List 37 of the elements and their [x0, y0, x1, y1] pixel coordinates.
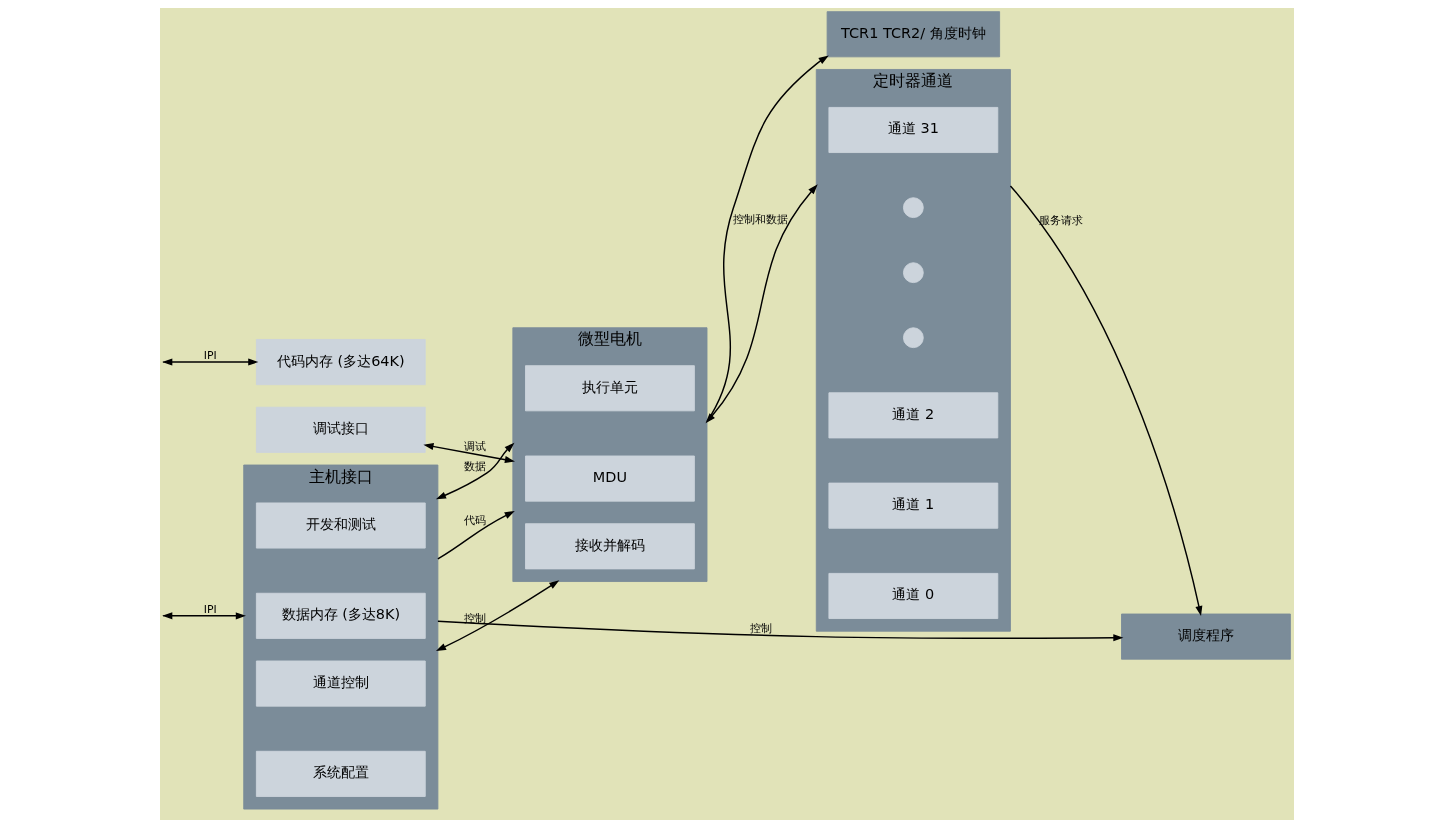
node-box: 代码内存 (多达64K) [255, 339, 426, 386]
edge-label: 代码 [463, 514, 486, 528]
node-box: 开发和测试 [255, 502, 426, 549]
node-circle [902, 197, 924, 219]
edge-label: IPI [203, 349, 217, 362]
node-circle [902, 262, 924, 284]
edge-label: IPI [203, 602, 217, 616]
node-box: 调试接口 [255, 406, 426, 453]
edge-label: 控制 [749, 621, 772, 635]
node-box: 接收并解码 [524, 523, 695, 570]
edge-label: 控制 [463, 611, 486, 625]
arrow [435, 580, 559, 652]
node-box: 通道控制 [255, 660, 426, 707]
node-box: 通道 2 [827, 392, 998, 439]
node-box: 系统配置 [255, 750, 426, 797]
arrow [161, 612, 246, 620]
node-box: 通道 0 [827, 572, 998, 619]
arrow [705, 184, 818, 424]
arrow [1009, 185, 1202, 617]
edge-label: 服务请求 [1038, 214, 1083, 228]
node-box: 执行单元 [524, 365, 695, 412]
edge-label: 调试 [463, 440, 486, 454]
node-box: 调度程序 [1120, 613, 1291, 660]
arrow [436, 620, 1123, 642]
arrow [435, 442, 514, 500]
node-box: 数据内存 (多达8K) [255, 592, 426, 639]
node-box: 通道 1 [827, 482, 998, 529]
node-box: MDU [524, 455, 695, 502]
arrow [422, 443, 515, 464]
edge-label: 控制和数据 [732, 212, 788, 226]
node-box: TCR1 TCR2/ 角度时钟 [826, 11, 1000, 58]
arrow [161, 358, 258, 366]
arrow [436, 511, 515, 560]
node-box: 通道 31 [827, 106, 998, 153]
node-circle [902, 327, 924, 349]
edge-label: 数据 [463, 460, 486, 474]
arrow [705, 55, 829, 423]
